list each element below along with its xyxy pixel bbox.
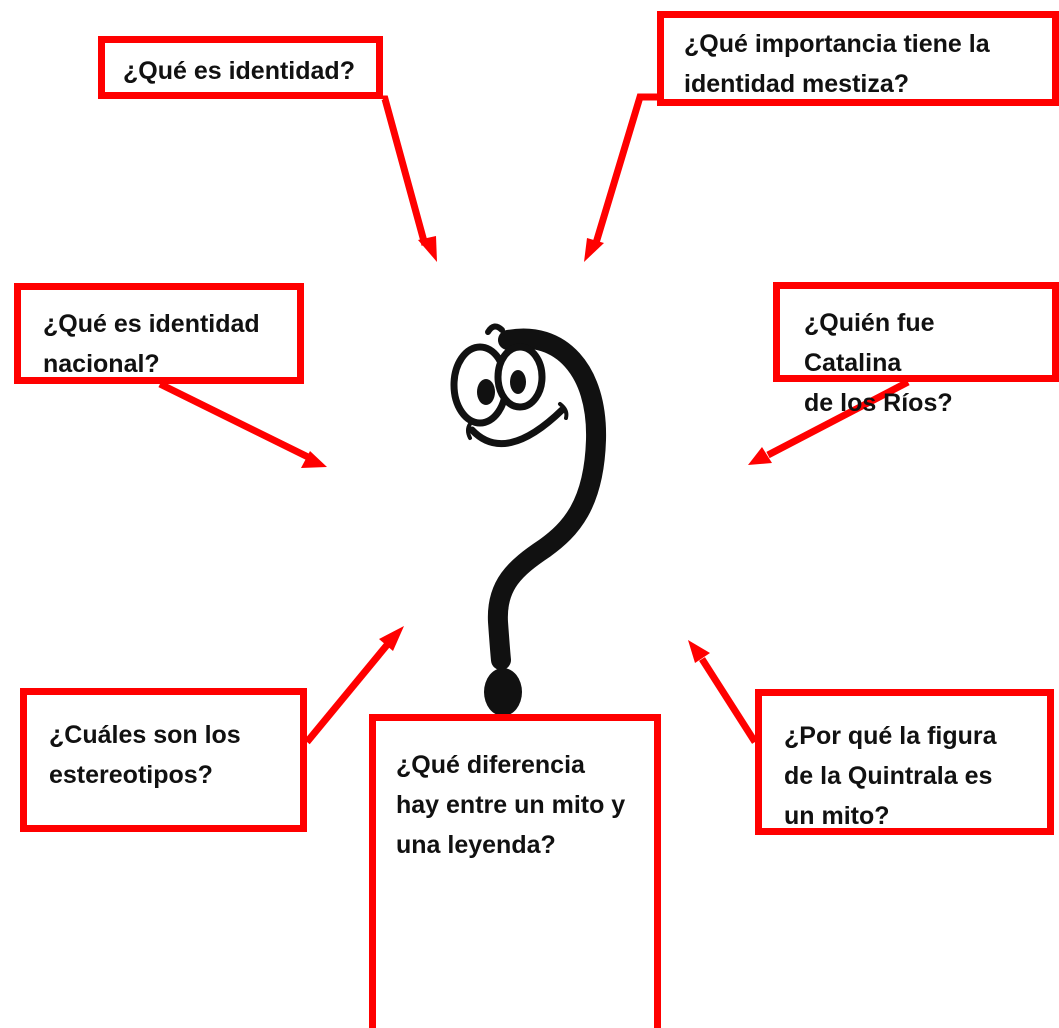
question-text: ¿Qué es identidad nacional? bbox=[43, 310, 260, 378]
arrow-q2 bbox=[592, 93, 657, 245]
question-text: ¿Cuáles son los estereotipos? bbox=[49, 721, 241, 789]
question-text: ¿Por qué la figura de la Quintrala es un… bbox=[784, 722, 997, 830]
question-box-identity: ¿Qué es identidad? bbox=[98, 36, 383, 99]
question-text: ¿Qué es identidad? bbox=[123, 57, 355, 85]
question-box-mestizo-identity: ¿Qué importancia tiene la identidad mest… bbox=[657, 11, 1059, 106]
question-text: ¿Qué diferencia hay entre un mito y una … bbox=[396, 751, 626, 859]
question-box-stereotypes: ¿Cuáles son los estereotipos? bbox=[20, 688, 307, 832]
question-text: ¿Quién fue Catalina de los Ríos? bbox=[804, 309, 953, 417]
arrowhead-q4 bbox=[748, 447, 772, 465]
question-dot bbox=[484, 668, 522, 716]
arrowhead-q6 bbox=[688, 640, 710, 663]
arrow-q4 bbox=[766, 378, 910, 459]
question-box-national-identity: ¿Qué es identidad nacional? bbox=[14, 283, 304, 384]
arrowhead-q3 bbox=[301, 451, 327, 468]
question-box-myth-legend: ¿Qué diferencia hay entre un mito y una … bbox=[369, 714, 661, 1028]
arrow-q3 bbox=[158, 380, 310, 461]
arrow-q5 bbox=[304, 642, 390, 745]
arrowhead-q1 bbox=[418, 236, 437, 262]
arrowhead-q5 bbox=[379, 626, 404, 651]
question-box-quintrala: ¿Por qué la figura de la Quintrala es un… bbox=[755, 689, 1054, 835]
question-text: ¿Qué importancia tiene la identidad mest… bbox=[684, 30, 990, 98]
arrowhead-q2 bbox=[584, 238, 604, 262]
question-box-catalina: ¿Quién fue Catalina de los Ríos? bbox=[773, 282, 1059, 417]
arrow-q6 bbox=[699, 657, 758, 744]
arrow-q1 bbox=[381, 95, 429, 246]
